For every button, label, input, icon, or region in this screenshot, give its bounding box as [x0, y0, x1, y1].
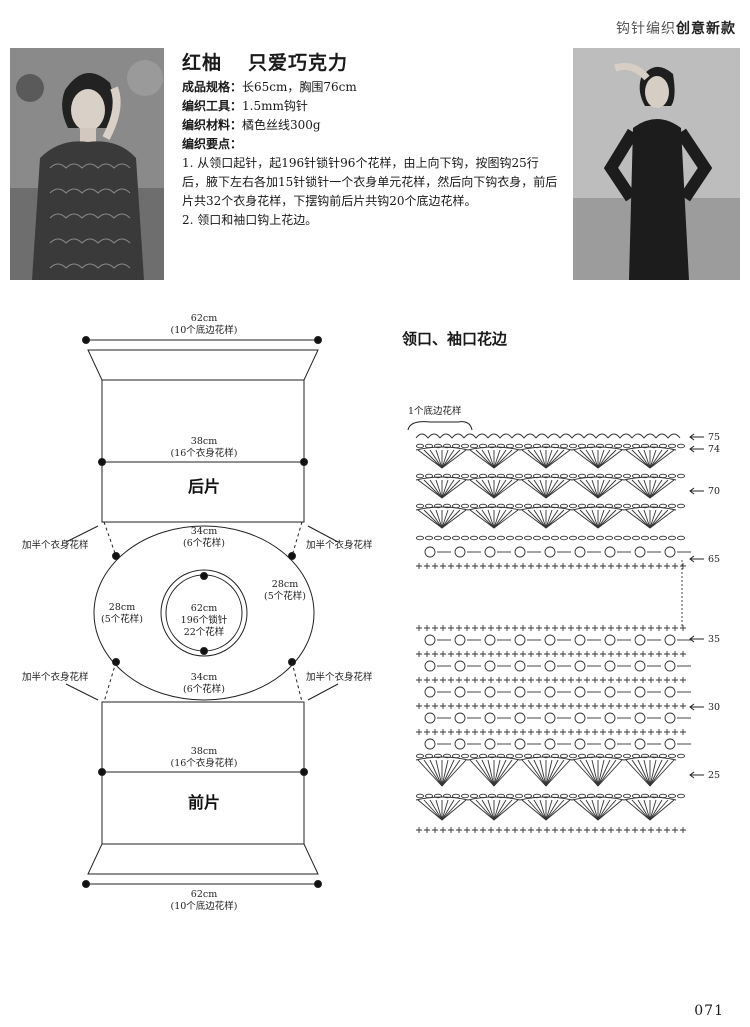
edging-chart-heading: 领口、袖口花边	[402, 330, 508, 348]
instruction-steps: 1. 从领口起针，起196针锁针96个花样，由上向下钩，按图钩25行后，腋下左右…	[182, 154, 562, 230]
spec-size: 成品规格：长65cm，胸围76cm	[182, 78, 357, 96]
add-half-arrow	[65, 525, 99, 543]
add-half-right-top: 加半个衣身花样	[306, 539, 373, 551]
model-front-illustration	[10, 48, 164, 280]
row-marker-label: 30	[708, 702, 720, 713]
neck-patterns-label: 22个花样	[184, 626, 225, 638]
back-width-note: (16个衣身花样)	[170, 447, 237, 459]
repeat-label: 1个底边花样	[408, 405, 462, 417]
spec-tool-label: 编织工具：	[182, 99, 243, 113]
front-width-note: (16个衣身花样)	[170, 757, 237, 769]
add-half-right-bottom: 加半个衣身花样	[306, 671, 373, 683]
row-marker-arrow	[689, 703, 704, 711]
front-piece-label: 前片	[188, 793, 220, 812]
spec-size-value: 长65cm，胸围76cm	[242, 80, 357, 94]
row-marker-label: 70	[708, 486, 720, 497]
spec-material-value: 橘色丝线300g	[242, 118, 321, 132]
row-marker-label: 65	[708, 554, 720, 565]
spec-tool: 编织工具：1.5mm钩针	[182, 97, 308, 115]
row-marker-arrow	[689, 445, 704, 453]
front-hem-outline	[87, 843, 319, 875]
yoke-left-label: 28cm	[109, 602, 135, 613]
spec-key-points: 编织要点：	[182, 135, 242, 153]
front-width-label: 38cm	[191, 746, 217, 757]
model-photo-side	[573, 48, 740, 280]
model-side-illustration	[573, 48, 740, 280]
yoke-left-note: (5个花样)	[101, 613, 143, 625]
back-body-outline	[101, 379, 305, 523]
garment-schematic: 62cm (10个底边花样) 38cm (16个衣身花样) 34cm (6个花样…	[22, 313, 373, 912]
dim-dot	[314, 336, 322, 344]
yoke-top-note: (6个花样)	[183, 537, 225, 549]
add-half-arrow	[65, 683, 99, 701]
row-marker-label: 35	[708, 634, 720, 645]
top-width-note: (10个底边花样)	[170, 324, 237, 336]
row-marker-label: 25	[708, 770, 720, 781]
pattern-title: 红柚 只爱巧克力	[182, 48, 374, 75]
yoke-outline	[93, 525, 315, 701]
yoke-bottom-note: (6个花样)	[183, 683, 225, 695]
row-marker-arrow	[689, 433, 704, 441]
yoke-top-label: 34cm	[191, 526, 217, 537]
row-marker-arrow	[689, 555, 704, 563]
front-body-outline	[101, 701, 305, 845]
yoke-right-label: 28cm	[272, 579, 298, 590]
back-hem-outline	[87, 349, 319, 381]
spec-tool-value: 1.5mm钩针	[242, 99, 308, 113]
spec-key-points-label: 编织要点：	[182, 137, 243, 151]
series-title-plain: 钩针编织	[616, 21, 676, 37]
title-name: 只爱巧克力	[248, 52, 349, 74]
page-number: 071	[694, 1003, 724, 1019]
add-half-arrow	[307, 525, 339, 543]
back-width-label: 38cm	[191, 436, 217, 447]
row-marker-arrow	[689, 771, 704, 779]
dim-dot	[82, 336, 90, 344]
row-marker-label: 74	[708, 444, 720, 455]
spec-material-label: 编织材料：	[182, 118, 243, 132]
add-half-left-bottom: 加半个衣身花样	[22, 671, 89, 683]
instruction-step-1: 1. 从领口起针，起196针锁针96个花样，由上向下钩，按图钩25行后，腋下左右…	[182, 156, 558, 208]
model-photo-front	[10, 48, 164, 280]
neck-stitches-label: 196个锁针	[181, 614, 228, 626]
bottom-width-note: (10个底边花样)	[170, 900, 237, 912]
neckline-outline	[160, 569, 248, 657]
back-piece-label: 后片	[188, 477, 220, 496]
series-title-bold: 创意新款	[676, 21, 736, 37]
neck-size-label: 62cm	[191, 603, 217, 614]
row-marker-arrow	[689, 487, 704, 495]
spec-size-label: 成品规格：	[182, 80, 243, 94]
repeat-bracket	[407, 421, 473, 431]
add-half-arrow	[307, 683, 339, 701]
top-width-label: 62cm	[191, 313, 217, 324]
yoke-bottom-label: 34cm	[191, 672, 217, 683]
spec-material: 编织材料：橘色丝线300g	[182, 116, 321, 134]
bottom-width-label: 62cm	[191, 889, 217, 900]
instruction-step-2: 2. 领口和袖口钩上花边。	[182, 213, 318, 227]
row-marker-label: 75	[708, 432, 720, 443]
add-half-left-top: 加半个衣身花样	[22, 539, 89, 551]
title-color-name: 红柚	[182, 52, 223, 74]
yoke-right-note: (5个花样)	[264, 590, 306, 602]
row-marker-arrow	[689, 635, 704, 643]
series-title: 钩针编织创意新款	[616, 18, 736, 38]
